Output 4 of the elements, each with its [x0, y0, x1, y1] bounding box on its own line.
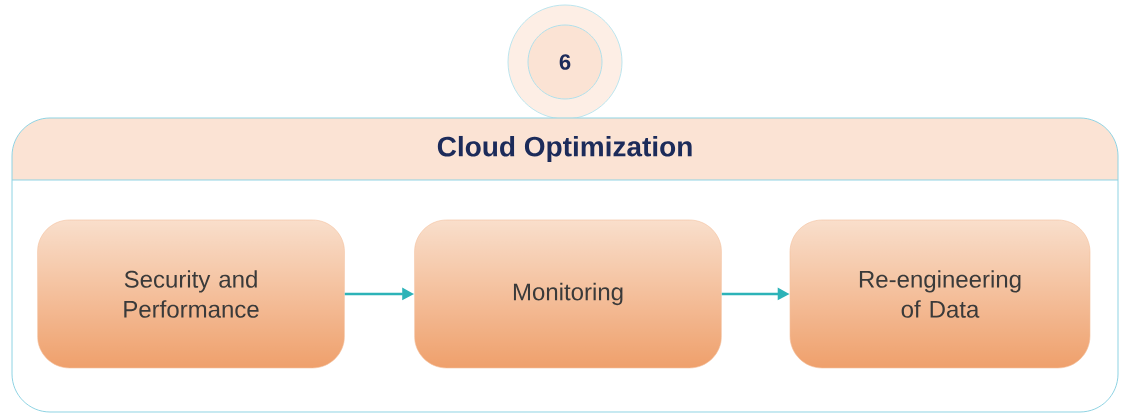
process-box: Monitoring [414, 219, 722, 369]
number-badge: 6 [507, 4, 623, 120]
process-box: Re-engineering of Data [789, 219, 1091, 369]
process-box: Security and Performance [37, 219, 345, 369]
